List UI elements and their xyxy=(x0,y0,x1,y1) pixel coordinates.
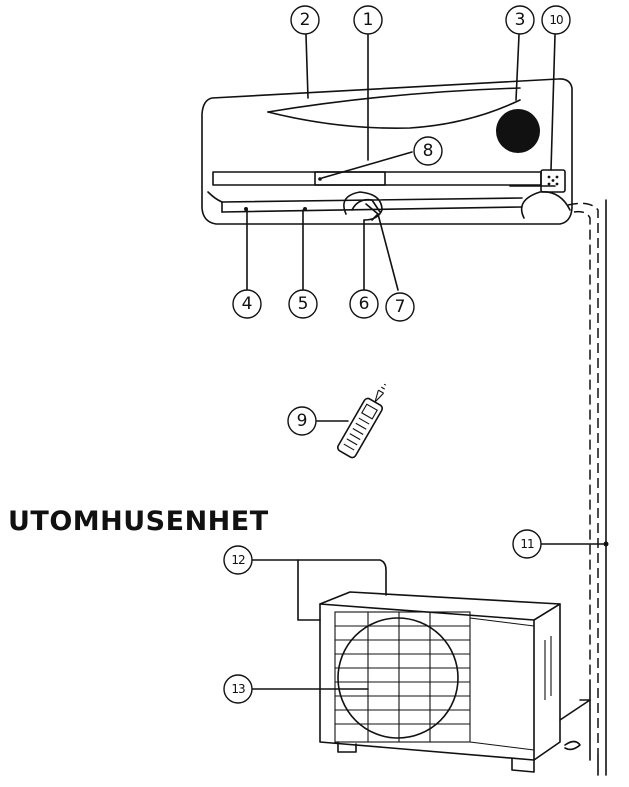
callout-1: 1 xyxy=(353,5,383,35)
svg-text:13: 13 xyxy=(231,682,245,696)
svg-text:11: 11 xyxy=(520,537,534,551)
callout-7: 7 xyxy=(385,292,415,322)
panel-display xyxy=(314,171,386,186)
svg-text:6: 6 xyxy=(359,294,370,314)
outdoor-fan xyxy=(337,617,459,739)
callout-11: 11 xyxy=(512,529,542,559)
callout-6: 6 xyxy=(349,289,379,319)
callout-4: 4 xyxy=(232,289,262,319)
callout-5: 5 xyxy=(288,289,318,319)
svg-text:4: 4 xyxy=(242,294,253,314)
leader-lines xyxy=(246,34,609,690)
svg-text:7: 7 xyxy=(395,297,406,317)
outdoor-unit xyxy=(319,591,581,773)
callout-2: 2 xyxy=(290,5,320,35)
callout-8: 8 xyxy=(413,136,443,166)
svg-text:8: 8 xyxy=(423,141,434,161)
connecting-pipes xyxy=(559,199,607,776)
callout-9: 9 xyxy=(287,406,317,436)
callout-12: 12 xyxy=(223,545,253,575)
front-panel-strip xyxy=(212,171,542,186)
callout-10: 10 xyxy=(541,5,571,35)
svg-text:12: 12 xyxy=(231,553,245,567)
indoor-unit xyxy=(201,78,573,225)
indoor-display-window xyxy=(496,109,540,153)
remote-control xyxy=(337,383,387,459)
connector-box xyxy=(540,169,566,193)
svg-text:2: 2 xyxy=(300,10,311,30)
svg-text:10: 10 xyxy=(549,13,563,27)
callout-13: 13 xyxy=(223,674,253,704)
outdoor-unit-title: UTOMHUSENHET xyxy=(8,506,269,537)
svg-text:3: 3 xyxy=(515,10,526,30)
callout-3: 3 xyxy=(505,5,535,35)
pipe-connection-bracket xyxy=(297,559,387,596)
svg-text:1: 1 xyxy=(363,10,374,30)
svg-text:5: 5 xyxy=(298,294,309,314)
svg-text:9: 9 xyxy=(297,411,308,431)
